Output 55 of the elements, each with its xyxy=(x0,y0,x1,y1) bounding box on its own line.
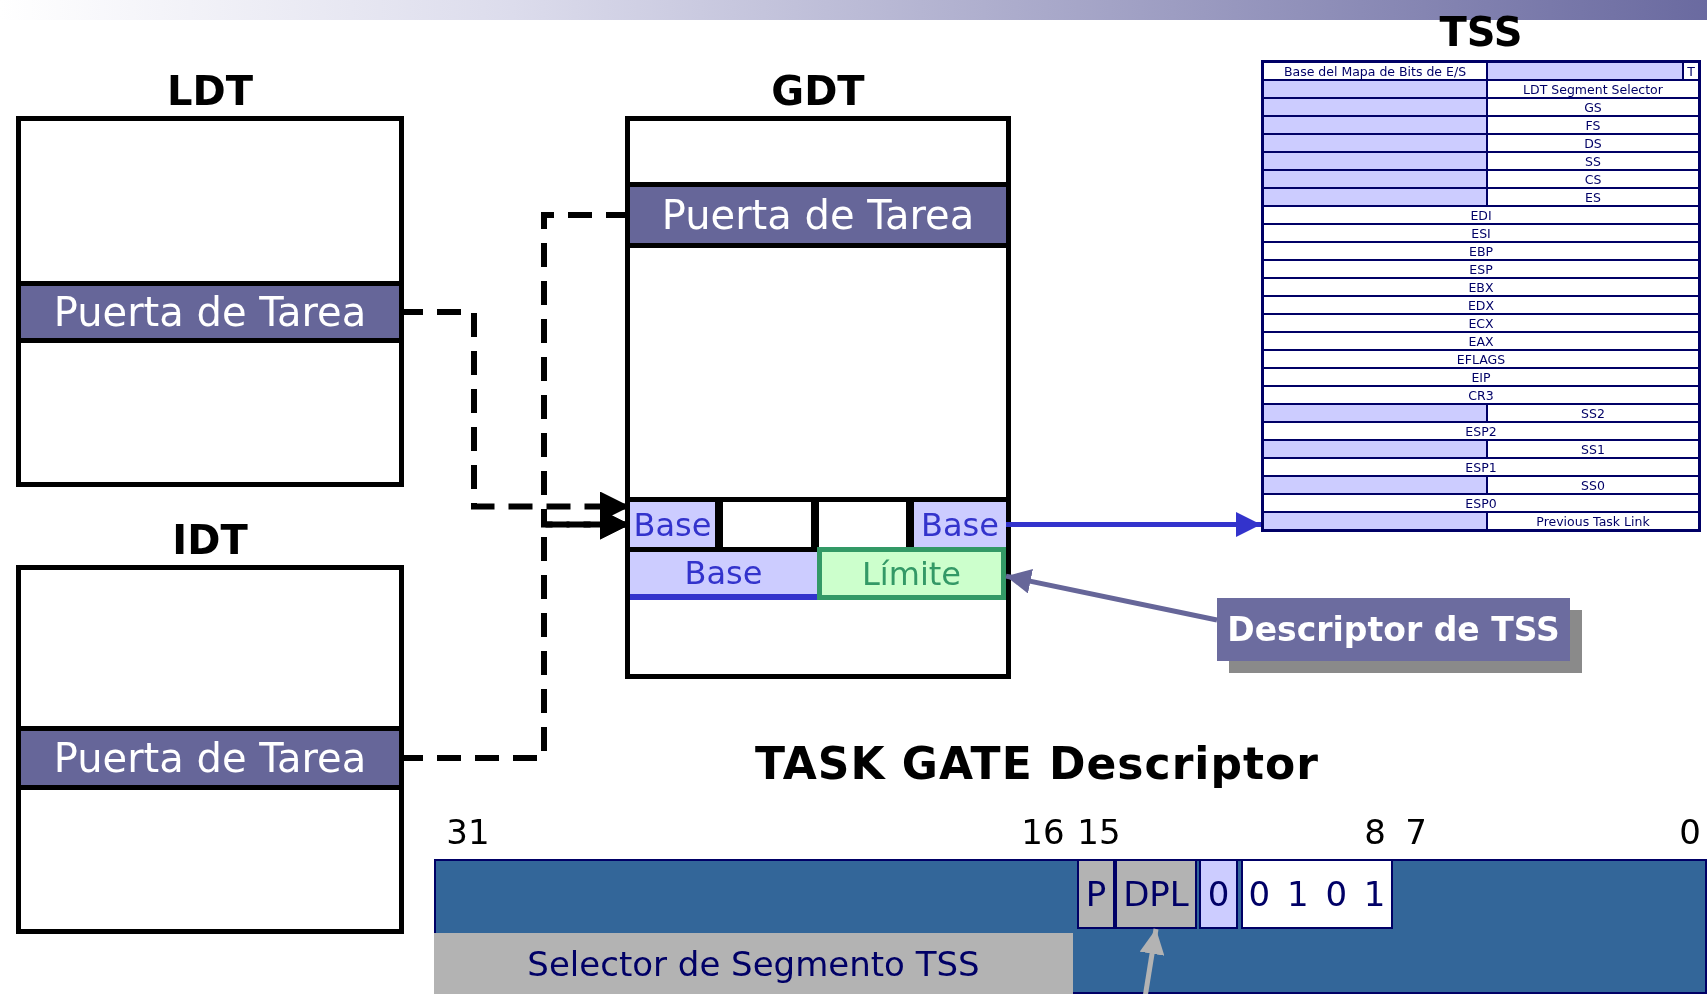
table-cell: SS1 xyxy=(1487,440,1699,458)
table-cell: EDI xyxy=(1263,206,1699,224)
table-cell: ESI xyxy=(1263,224,1699,242)
pointer-arrow xyxy=(1139,928,1165,994)
section-heading: TASK GATE Descriptor xyxy=(755,738,1319,789)
table-cell: EBX xyxy=(1263,278,1699,296)
task-gate-entry: Puerta de Tarea xyxy=(21,281,399,343)
bit-field: DPL xyxy=(1115,859,1197,929)
table-cell: FS xyxy=(1487,116,1699,134)
table-cell: ESP1 xyxy=(1263,458,1699,476)
table-cell: GS xyxy=(1487,98,1699,116)
table-cell: CR3 xyxy=(1263,386,1699,404)
limit-field: Límite xyxy=(817,547,1006,600)
table-cell: SS xyxy=(1487,152,1699,170)
base-field: Base xyxy=(630,552,817,600)
bit-field: 0 xyxy=(1199,859,1238,929)
table-cell: SS2 xyxy=(1487,404,1699,422)
bit-field: P xyxy=(1077,859,1115,929)
table-cell: Previous Task Link xyxy=(1487,512,1699,530)
selector-field: Selector de Segmento TSS xyxy=(434,933,1073,994)
table-cell: ESP xyxy=(1263,260,1699,278)
task-gate-entry: Puerta de Tarea xyxy=(21,726,399,790)
table-cell: EAX xyxy=(1263,332,1699,350)
base-field: Base xyxy=(630,502,715,547)
descriptor-field xyxy=(819,502,906,547)
arrow xyxy=(1005,569,1218,623)
arrow xyxy=(1006,512,1261,537)
table-heading: TSS xyxy=(1438,8,1524,56)
bit-number: 16 xyxy=(1021,812,1065,852)
descriptor-field xyxy=(723,502,811,547)
table-cell: T xyxy=(1683,62,1699,80)
table-cell: EBP xyxy=(1263,242,1699,260)
table-cell: DS xyxy=(1487,134,1699,152)
table-cell: EFLAGS xyxy=(1263,350,1699,368)
type-field: 0 1 0 1 xyxy=(1241,859,1393,929)
base-field: Base xyxy=(914,502,1006,547)
table-cell: ECX xyxy=(1263,314,1699,332)
table-cell: EIP xyxy=(1263,368,1699,386)
table-heading: IDT xyxy=(171,516,249,564)
task-gate-entry: Puerta de Tarea xyxy=(630,182,1006,248)
table-heading: GDT xyxy=(770,67,866,115)
table-heading: LDT xyxy=(166,67,254,115)
table-cell: ES xyxy=(1487,188,1699,206)
table-cell: ESP2 xyxy=(1263,422,1699,440)
bit-number: 7 xyxy=(1405,812,1427,852)
bit-number: 8 xyxy=(1364,812,1386,852)
table-cell: Base del Mapa de Bits de E/S xyxy=(1263,62,1487,80)
table-cell: CS xyxy=(1487,170,1699,188)
bit-number: 15 xyxy=(1077,812,1121,852)
bit-number: 0 xyxy=(1679,812,1701,852)
bit-number: 31 xyxy=(446,812,490,852)
table-cell: ESP0 xyxy=(1263,494,1699,512)
table-cell: SS0 xyxy=(1487,476,1699,494)
table-cell: EDX xyxy=(1263,296,1699,314)
table-cell: LDT Segment Selector xyxy=(1487,80,1699,98)
